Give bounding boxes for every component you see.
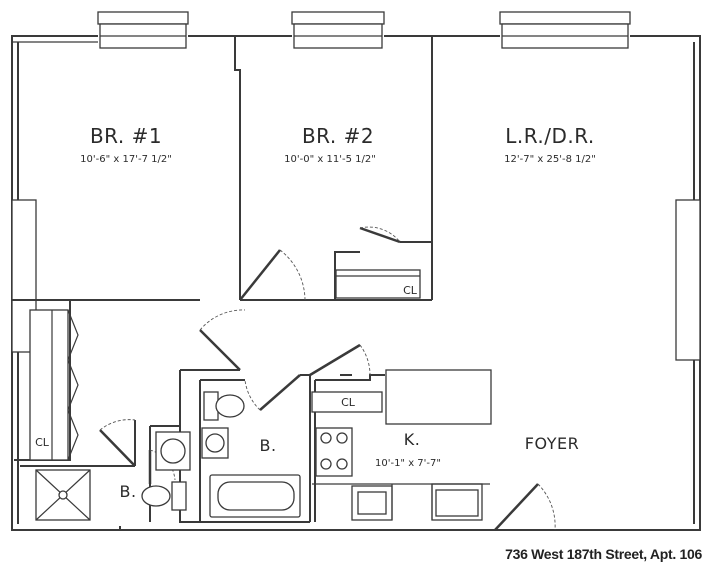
closet-label-kitchen: CL xyxy=(341,396,355,409)
room-label-br2: BR. #2 xyxy=(301,124,375,148)
br1-closet xyxy=(29,309,79,461)
room-dims-br1: 10'-6" x 17'-7 1/2" xyxy=(80,154,172,165)
br2-closet xyxy=(335,269,421,299)
room-label-lrdr: L.R./D.R. xyxy=(505,124,595,148)
interior-walls xyxy=(12,36,433,523)
room-label-bath-main: B. xyxy=(259,436,277,455)
room-dims-br2: 10'-0" x 11'-5 1/2" xyxy=(284,154,376,165)
closet-label-br2: CL xyxy=(403,284,417,297)
room-label-foyer: FOYER xyxy=(524,434,580,453)
room-label-bath-small: B. xyxy=(119,482,137,501)
room-label-kitchen: K. xyxy=(403,430,421,449)
kitchen-fixtures xyxy=(311,369,492,521)
bath-fixtures xyxy=(35,391,301,521)
room-label-br1: BR. #1 xyxy=(89,124,163,148)
room-dims-kitchen: 10'-1" x 7'-7" xyxy=(374,458,442,469)
doors xyxy=(99,226,556,531)
windows xyxy=(11,11,701,361)
closet-label-br1: CL xyxy=(35,436,49,449)
room-dims-lrdr: 12'-7" x 25'-8 1/2" xyxy=(504,154,596,165)
address-caption: 736 West 187th Street, Apt. 106 xyxy=(505,546,702,562)
